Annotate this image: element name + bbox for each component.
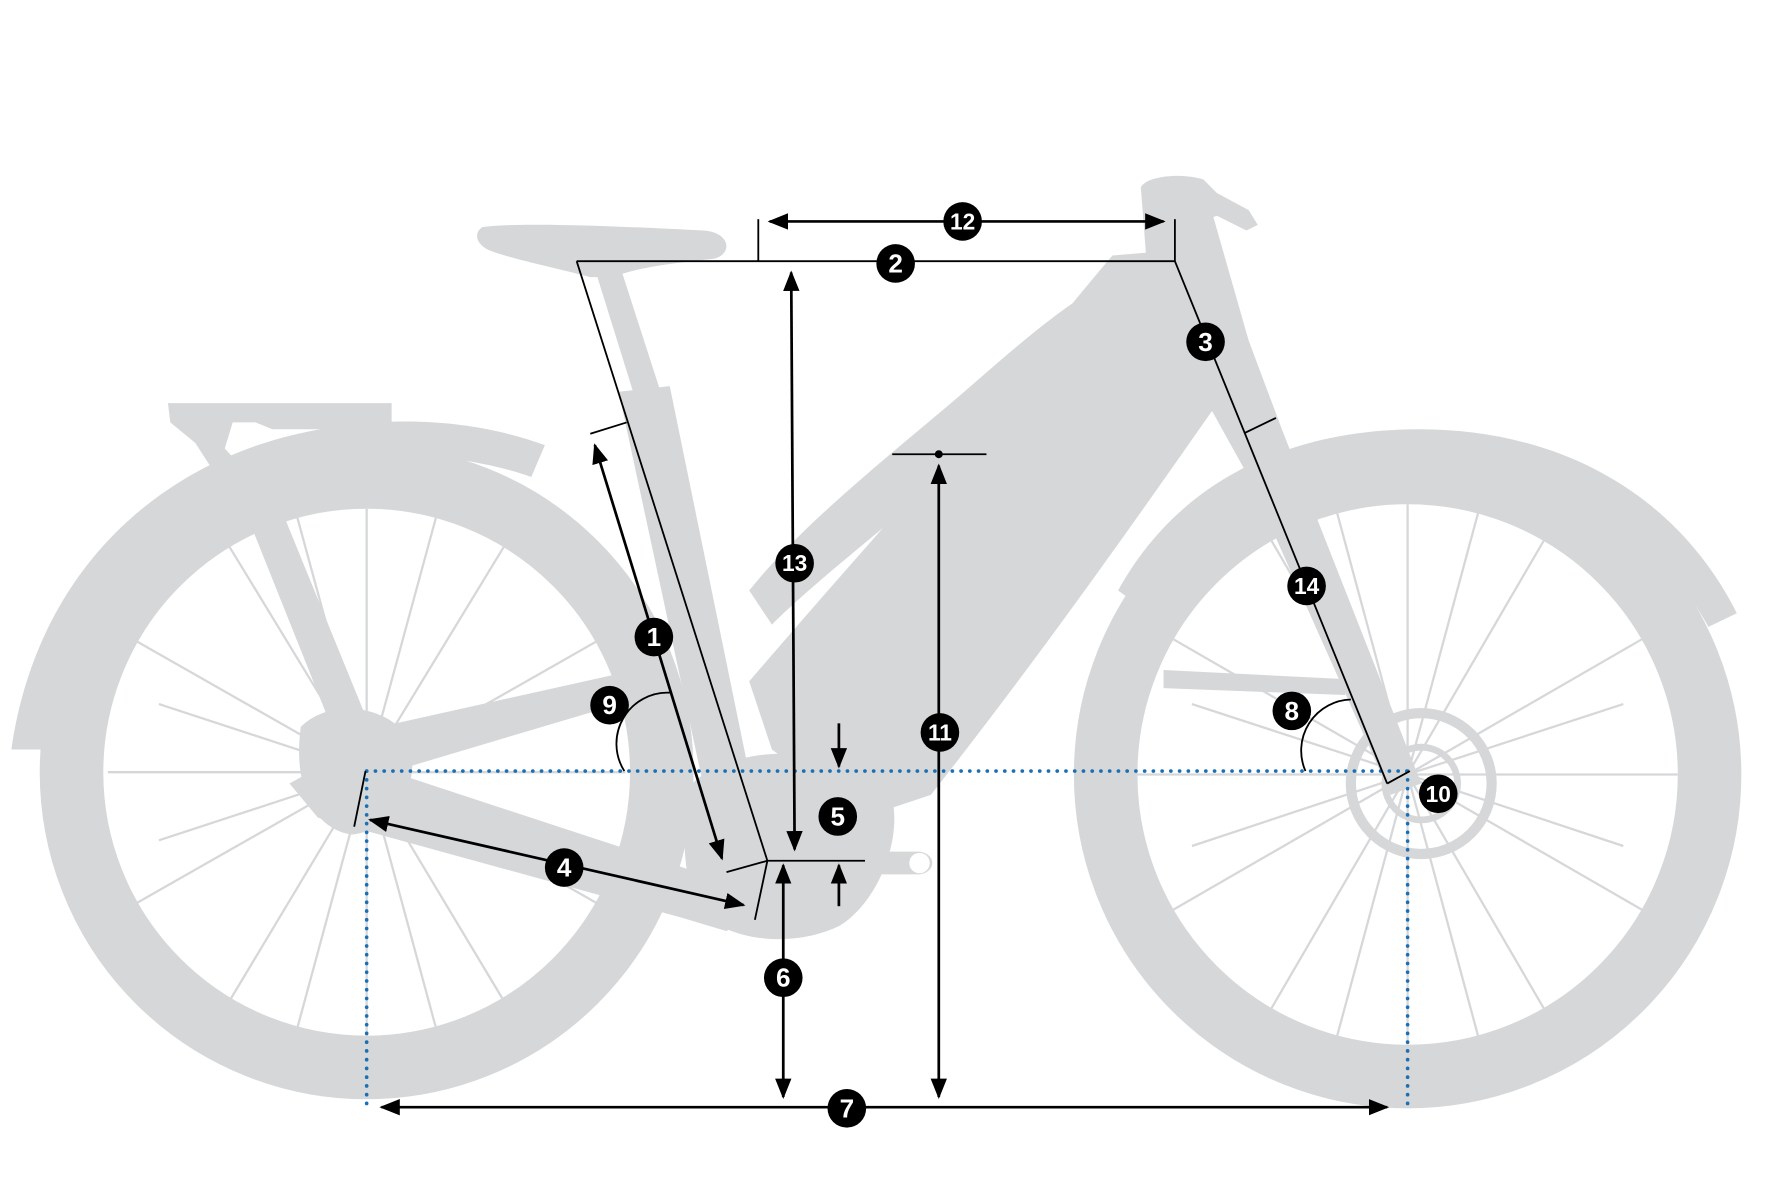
svg-text:6: 6 [776,963,791,993]
seat-tube-length-tick [590,421,627,435]
rear-axle-tick [353,770,367,827]
down-tube [749,249,1238,818]
standover-point [934,450,943,459]
svg-text:5: 5 [830,801,845,831]
svg-text:8: 8 [1285,696,1300,726]
badge-bb-height: 6 [763,958,803,998]
front-rack [1163,669,1346,695]
badge-seat-tube-length: 1 [634,617,674,657]
badge-chainstay: 4 [544,848,584,887]
svg-text:13: 13 [782,550,807,576]
svg-text:1: 1 [647,622,662,652]
svg-text:3: 3 [1198,327,1213,357]
svg-text:9: 9 [602,690,617,720]
bike-silhouette [11,175,1742,1109]
saddle [477,224,727,278]
svg-text:4: 4 [557,853,572,883]
rear-fender [11,421,545,750]
top-tube [749,272,1147,625]
svg-text:2: 2 [888,248,903,278]
badge-top-tube: 2 [876,244,915,283]
svg-text:7: 7 [840,1093,855,1123]
fork-offset-tick [1386,770,1411,785]
badge-head-tube: 3 [1186,322,1225,362]
badge-wheelbase: 7 [827,1089,867,1128]
badge-fork-length: 14 [1287,566,1326,606]
badge-fork-offset: 10 [1418,774,1458,814]
head-tube-tick [1244,417,1277,434]
bb-tick-lower [753,860,769,921]
svg-text:10: 10 [1426,781,1451,807]
svg-text:12: 12 [950,208,975,234]
badge-bb-drop: 5 [818,797,858,836]
measurement-badges: 1 2 3 4 5 6 7 8 9 10 11 [544,202,1458,1128]
rack-stay [227,459,375,750]
motor-housing [684,753,895,940]
badge-seat-angle: 9 [590,685,629,725]
rear-rack [168,403,392,475]
brake-rotor [1345,708,1497,860]
handlebar [1140,175,1258,262]
badge-head-angle: 8 [1272,691,1312,731]
head-angle-arc [1300,698,1351,772]
badge-stack: 13 [775,543,814,583]
crank-arm [794,851,933,875]
svg-text:14: 14 [1294,573,1320,599]
svg-text:11: 11 [928,719,952,745]
reference-lines [364,769,1410,1106]
badge-reach: 12 [943,202,982,241]
badge-standover: 11 [920,713,960,752]
rear-dropout [299,708,413,835]
